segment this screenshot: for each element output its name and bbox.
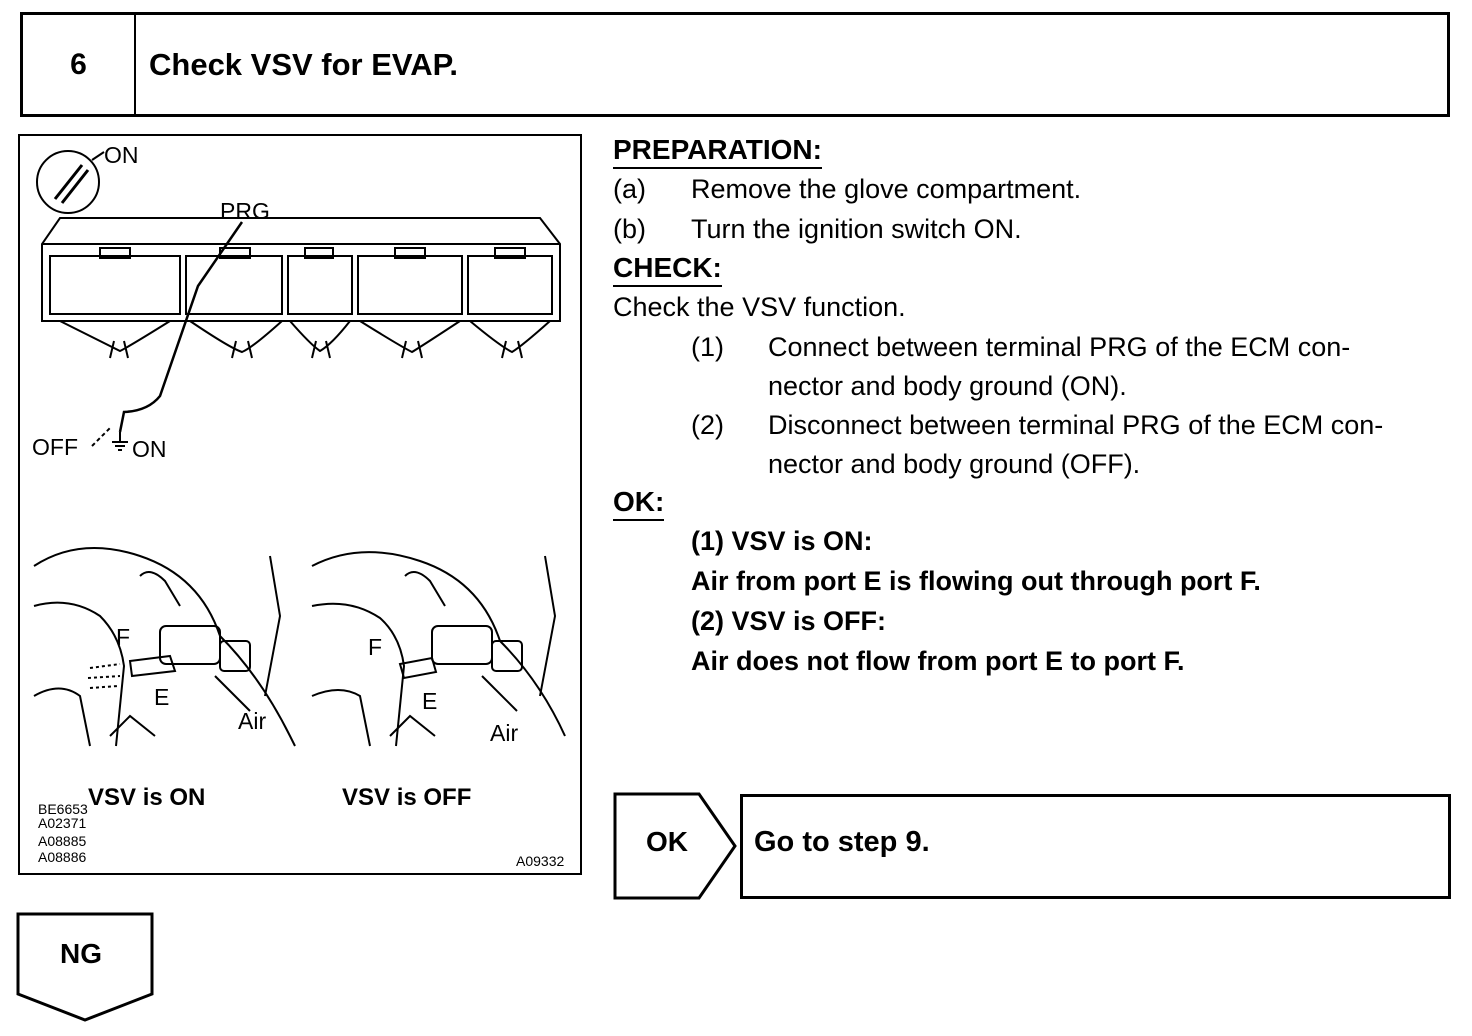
ok-result-label: OK bbox=[646, 826, 688, 857]
check-item-2-line1: Disconnect between terminal PRG of the E… bbox=[768, 410, 1384, 440]
ok-line-2: Air from port E is flowing out through p… bbox=[691, 566, 1261, 596]
air-label-left: Air bbox=[238, 708, 267, 734]
check-item-2-line2: nector and body ground (OFF). bbox=[768, 449, 1141, 479]
check-heading: CHECK: bbox=[613, 252, 722, 287]
step-number: 6 bbox=[23, 15, 136, 114]
check-item-1-line2: nector and body ground (ON). bbox=[768, 371, 1127, 401]
ng-result-label: NG bbox=[60, 938, 102, 969]
port-f-label-left: F bbox=[116, 624, 131, 650]
check-item-1-line1: Connect between terminal PRG of the ECM … bbox=[768, 332, 1351, 362]
ok-result-text: Go to step 9. bbox=[754, 826, 930, 858]
figure-code-2: A02371 bbox=[38, 815, 87, 831]
ignition-on-label: ON bbox=[104, 142, 139, 168]
figure-code-right: A09332 bbox=[516, 853, 565, 869]
ng-arrow-shape bbox=[16, 912, 154, 1022]
air-label-right: Air bbox=[490, 720, 519, 746]
off-label: OFF bbox=[32, 434, 78, 460]
figure-code-4: A08886 bbox=[38, 849, 87, 865]
port-f-label-right: F bbox=[368, 634, 383, 660]
ok-arrow-shape bbox=[613, 792, 737, 900]
ok-line-4: Air does not flow from port E to port F. bbox=[691, 646, 1185, 676]
ignition-switch-icon bbox=[36, 150, 100, 214]
ecm-connector-shape bbox=[41, 217, 561, 322]
prep-item-a-label: (a) bbox=[613, 174, 646, 204]
vsv-diagram-drawing bbox=[33, 150, 566, 747]
ok-line-1: (1) VSV is ON: bbox=[691, 526, 873, 556]
port-e-label-left: E bbox=[154, 684, 170, 710]
caption-vsv-off: VSV is OFF bbox=[342, 784, 472, 811]
ok-line-3: (2) VSV is OFF: bbox=[691, 606, 887, 636]
preparation-heading: PREPARATION: bbox=[613, 134, 822, 169]
prg-terminal-label: PRG bbox=[220, 198, 270, 224]
vsv-illustration: ON PRG OFF ON F E Air F E Air VSV is ON … bbox=[18, 134, 582, 875]
step-header: 6 Check VSV for EVAP. bbox=[20, 12, 1450, 117]
ok-result-box bbox=[740, 794, 1451, 899]
figure-code-1: BE6653 bbox=[38, 801, 88, 817]
ground-on-label: ON bbox=[132, 436, 167, 462]
port-e-label-right: E bbox=[422, 688, 438, 714]
check-item-2-label: (2) bbox=[691, 410, 724, 440]
prep-item-b-text: Turn the ignition switch ON. bbox=[691, 214, 1022, 244]
step-title: Check VSV for EVAP. bbox=[149, 46, 458, 82]
prep-item-b-label: (b) bbox=[613, 214, 646, 244]
ok-heading: OK: bbox=[613, 486, 665, 521]
prep-item-a-text: Remove the glove compartment. bbox=[691, 174, 1082, 204]
caption-vsv-on: VSV is ON bbox=[88, 784, 206, 811]
check-item-1-label: (1) bbox=[691, 332, 724, 362]
figure-code-3: A08885 bbox=[38, 833, 87, 849]
check-intro: Check the VSV function. bbox=[613, 292, 906, 322]
